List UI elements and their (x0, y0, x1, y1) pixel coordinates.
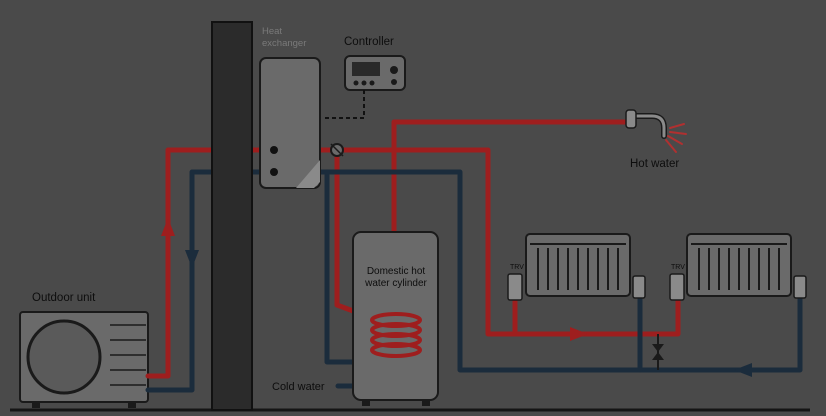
controller (344, 55, 406, 91)
diverter-valve (330, 143, 344, 157)
heat-exchanger-label: Heat exchanger (262, 26, 307, 49)
hot-water-tap (625, 109, 667, 139)
outdoor-unit (19, 311, 149, 408)
arrow-left (734, 363, 752, 377)
arrow-right (570, 327, 588, 341)
flow-pipe-hot-water (391, 119, 633, 235)
arrow-down (185, 250, 199, 268)
radiator-2 (669, 233, 807, 301)
cylinder-coil (370, 312, 422, 358)
wall (211, 21, 253, 411)
hot-water-label: Hot water (630, 158, 680, 170)
outdoor-unit-label: Outdoor unit (32, 292, 96, 304)
water-spray (665, 123, 687, 153)
controller-label: Controller (344, 36, 394, 48)
trv-label-1: TRV (510, 264, 524, 271)
flow-pipe-radiator-2 (637, 297, 681, 337)
bypass-valve (652, 334, 664, 370)
arrow-up (161, 218, 175, 236)
return-pipe-main (315, 169, 803, 373)
flow-pipe-outdoor (145, 147, 275, 379)
cylinder-label: Domestic hot water cylinder (365, 266, 427, 289)
trv-label-2: TRV (671, 264, 685, 271)
hot-water-cylinder (352, 231, 439, 406)
cold-water-label: Cold water (272, 381, 325, 393)
radiator-1 (507, 233, 646, 301)
heat-exchanger (259, 57, 321, 189)
controller-wire (324, 90, 365, 119)
flow-pipe-main (315, 147, 643, 337)
